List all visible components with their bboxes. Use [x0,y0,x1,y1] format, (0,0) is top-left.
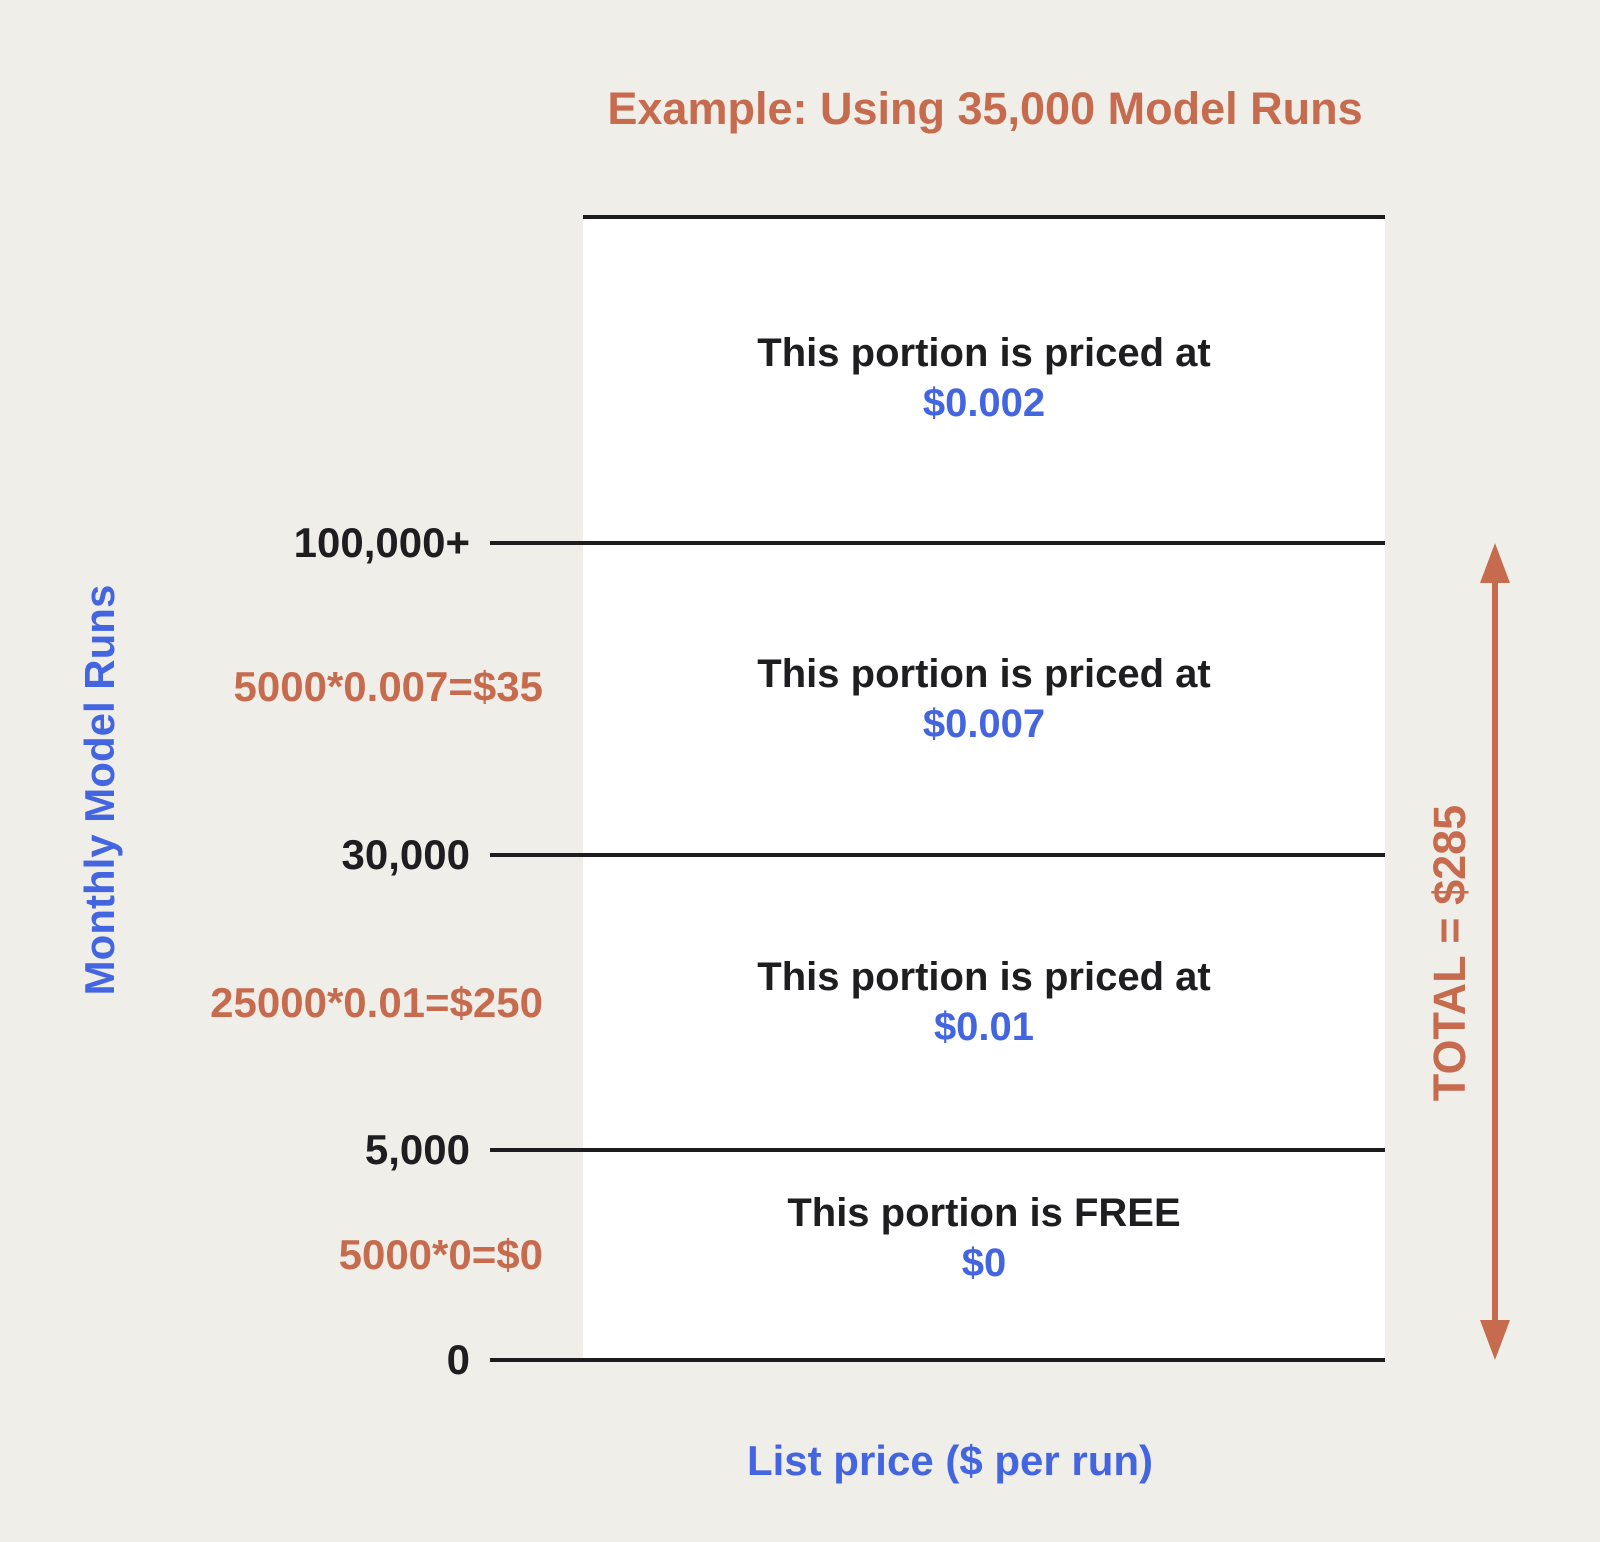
tier-boundary-line-100000 [490,541,1385,545]
y-axis-label: Monthly Model Runs [76,584,123,996]
tier-description: This portion is priced at [757,955,1211,999]
tier-annotation: This portion is priced at $0.01 [583,952,1385,1052]
chart-plot-area [583,217,1385,1360]
tier-cost-calculation: 5000*0=$0 [338,1231,543,1278]
tier-boundary-line-30000 [490,853,1385,857]
arrow-down-icon [1480,1320,1510,1360]
chart-top-border-line [583,215,1385,219]
x-axis-label: List price ($ per run) [746,1437,1154,1484]
tier-price: $0.002 [922,381,1046,425]
tier-annotation: This portion is priced at $0.007 [583,649,1385,749]
y-tick-label-100000: 100,000+ [293,519,470,566]
y-tick-label-30000: 30,000 [341,831,470,878]
tier-annotation: This portion is priced at $0.002 [583,328,1385,428]
tier-boundary-line-0 [490,1358,1385,1362]
y-tick-label-0: 0 [446,1336,470,1383]
tier-price: $0.007 [922,702,1046,746]
total-label: TOTAL = $285 [1424,804,1475,1102]
tier-description: This portion is priced at [757,331,1211,375]
figure-title: Example: Using 35,000 Model Runs [607,83,1363,134]
tier-boundary-line-5000 [490,1148,1385,1152]
y-tick-label-5000: 5,000 [364,1126,470,1173]
tier-price: $0 [961,1241,1007,1285]
tier-cost-calculation: 5000*0.007=$35 [233,663,543,710]
tier-description: This portion is priced at [757,652,1211,696]
tier-description: This portion is FREE [787,1191,1181,1235]
arrow-up-icon [1480,543,1510,583]
tier-annotation: This portion is FREE $0 [583,1188,1385,1288]
tier-cost-calculation: 25000*0.01=$250 [210,979,543,1026]
total-range-arrow-line [1492,570,1498,1330]
tier-price: $0.01 [933,1005,1035,1049]
